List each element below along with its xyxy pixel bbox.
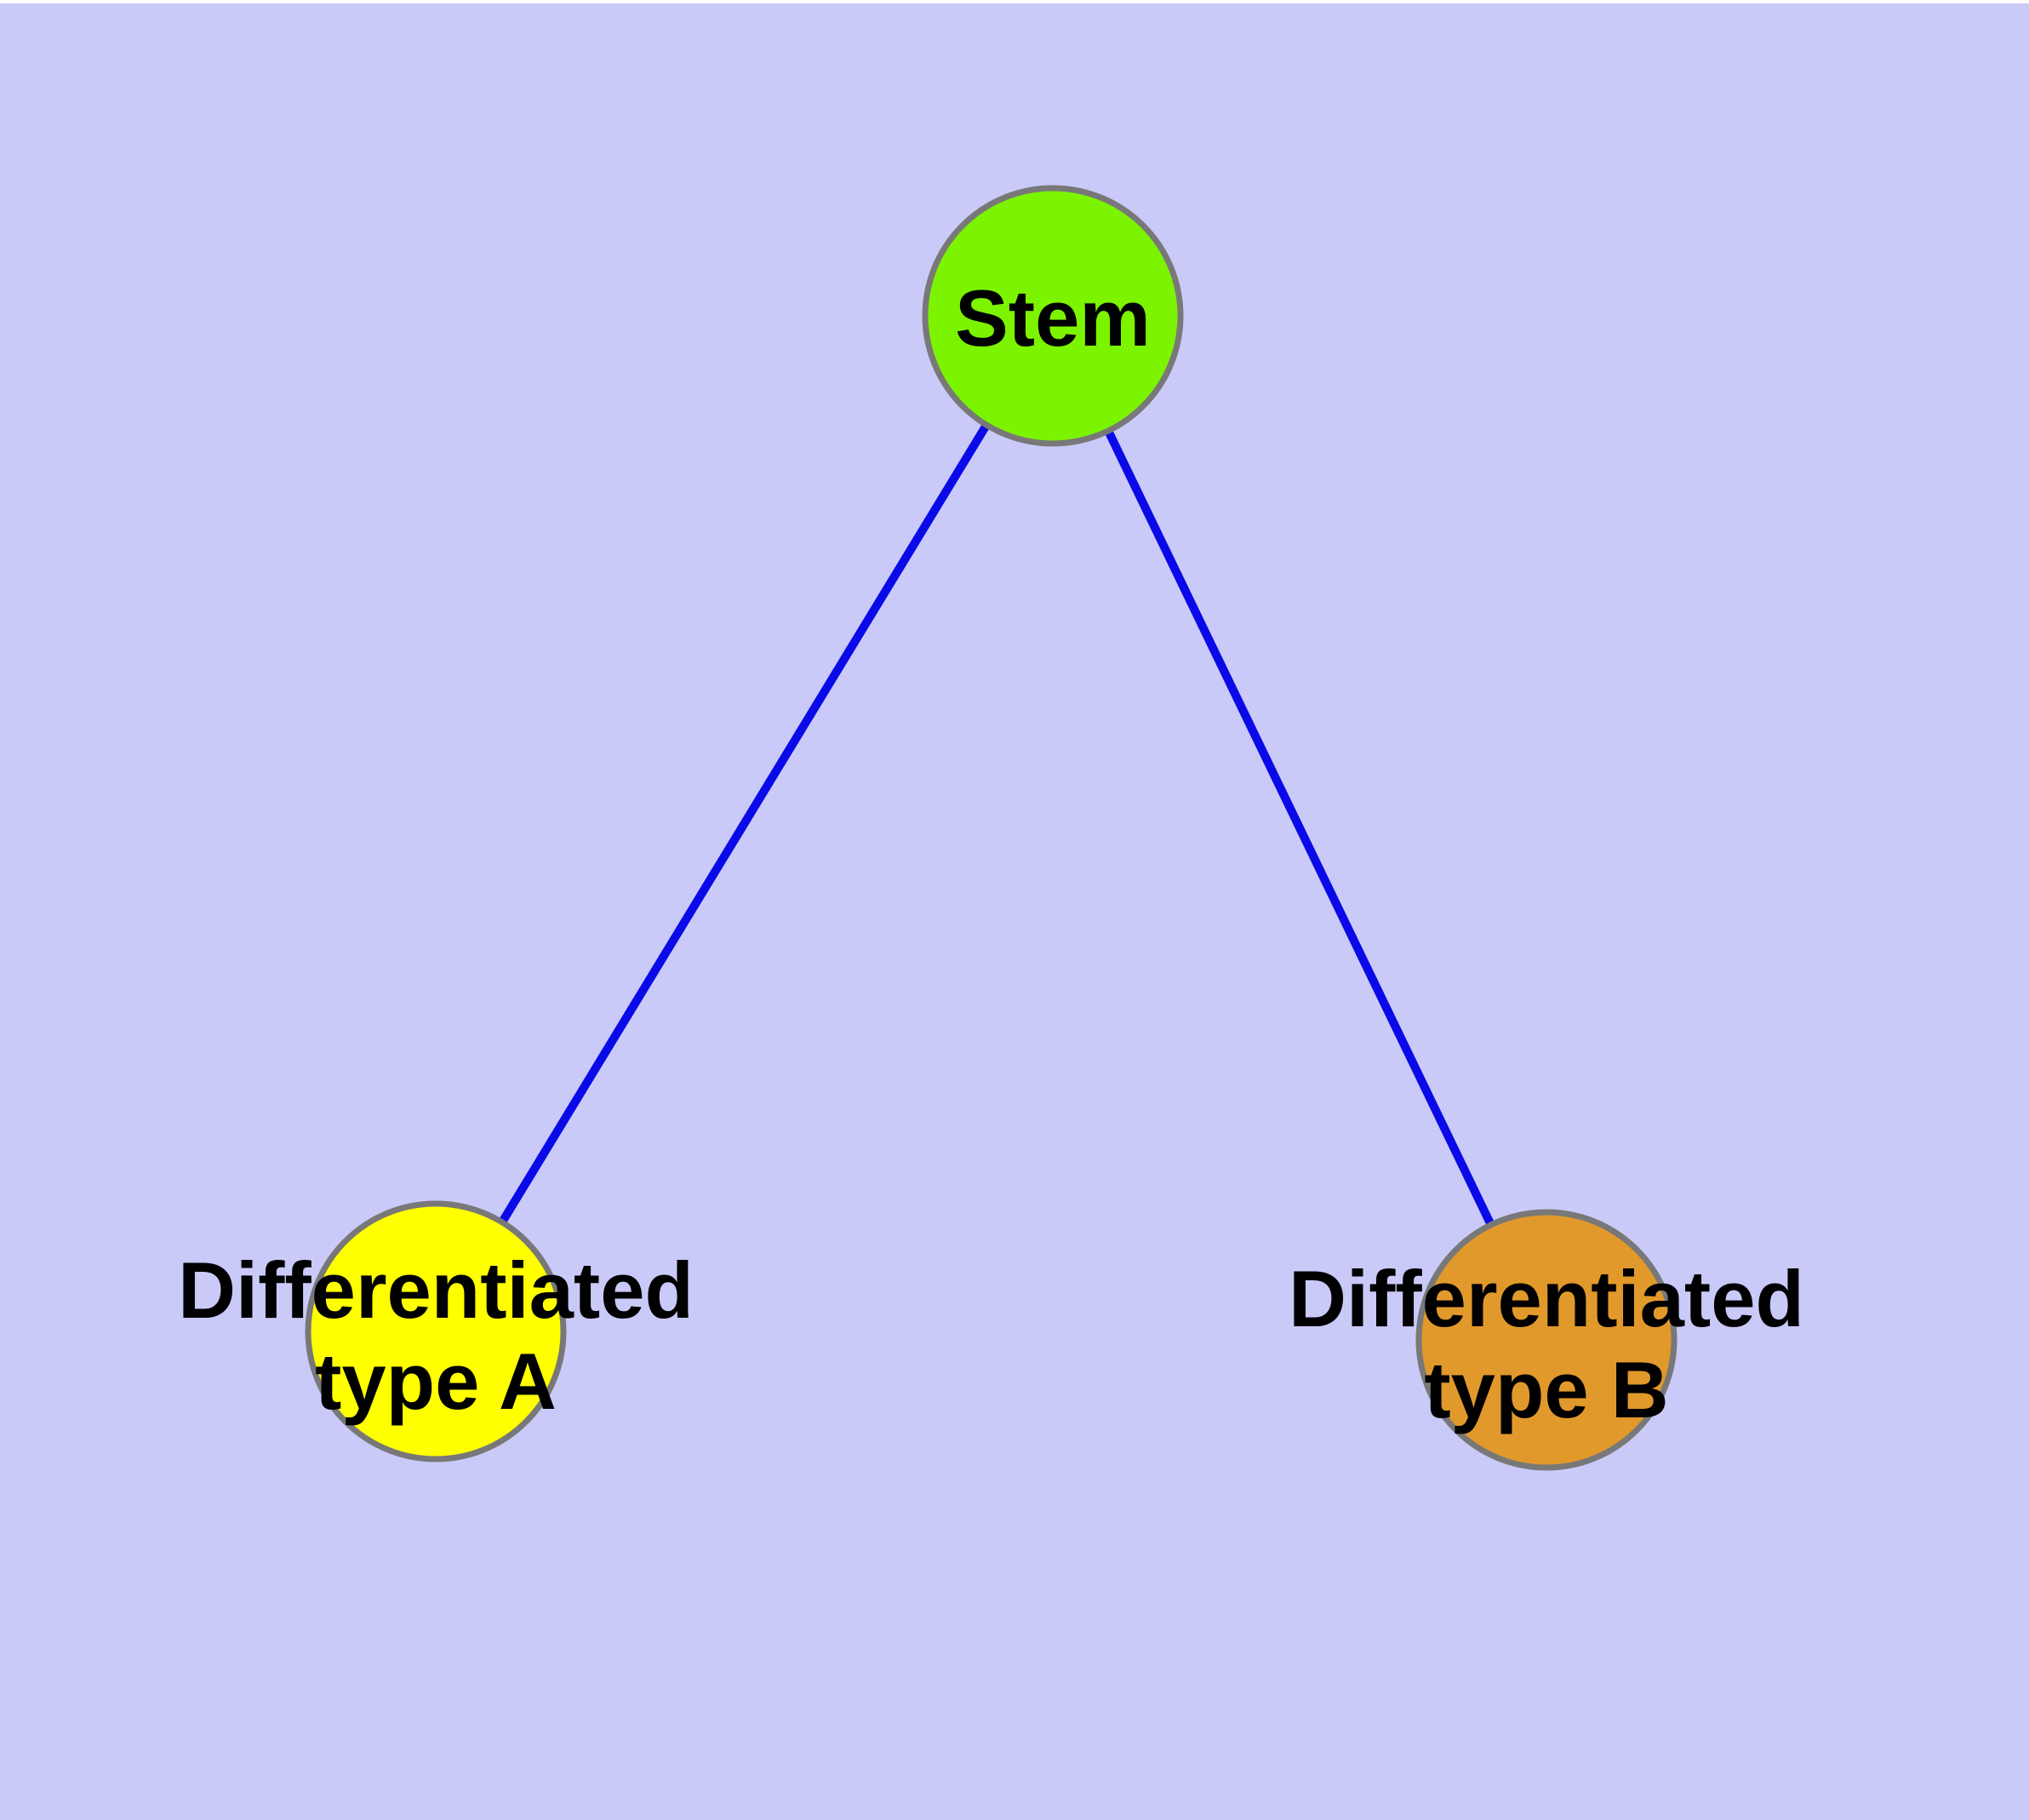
node-type-b-label-line1: Differentiated: [1289, 1254, 1804, 1343]
node-type-a-label-line2: type A: [315, 1336, 557, 1426]
node-type-b-label-line2: type B: [1424, 1345, 1668, 1434]
node-type-a-circle: [305, 1200, 567, 1462]
top-border-strip: [0, 0, 2029, 3]
edge-stem-to-type-a: [432, 313, 1057, 1334]
node-stem-circle: [922, 185, 1184, 447]
node-type-a-label-line1: Differentiated: [178, 1245, 694, 1335]
edge-stem-to-type-b: [1049, 313, 1551, 1342]
node-stem-label: Stem: [955, 273, 1151, 363]
node-type-b-circle: [1415, 1209, 1677, 1471]
